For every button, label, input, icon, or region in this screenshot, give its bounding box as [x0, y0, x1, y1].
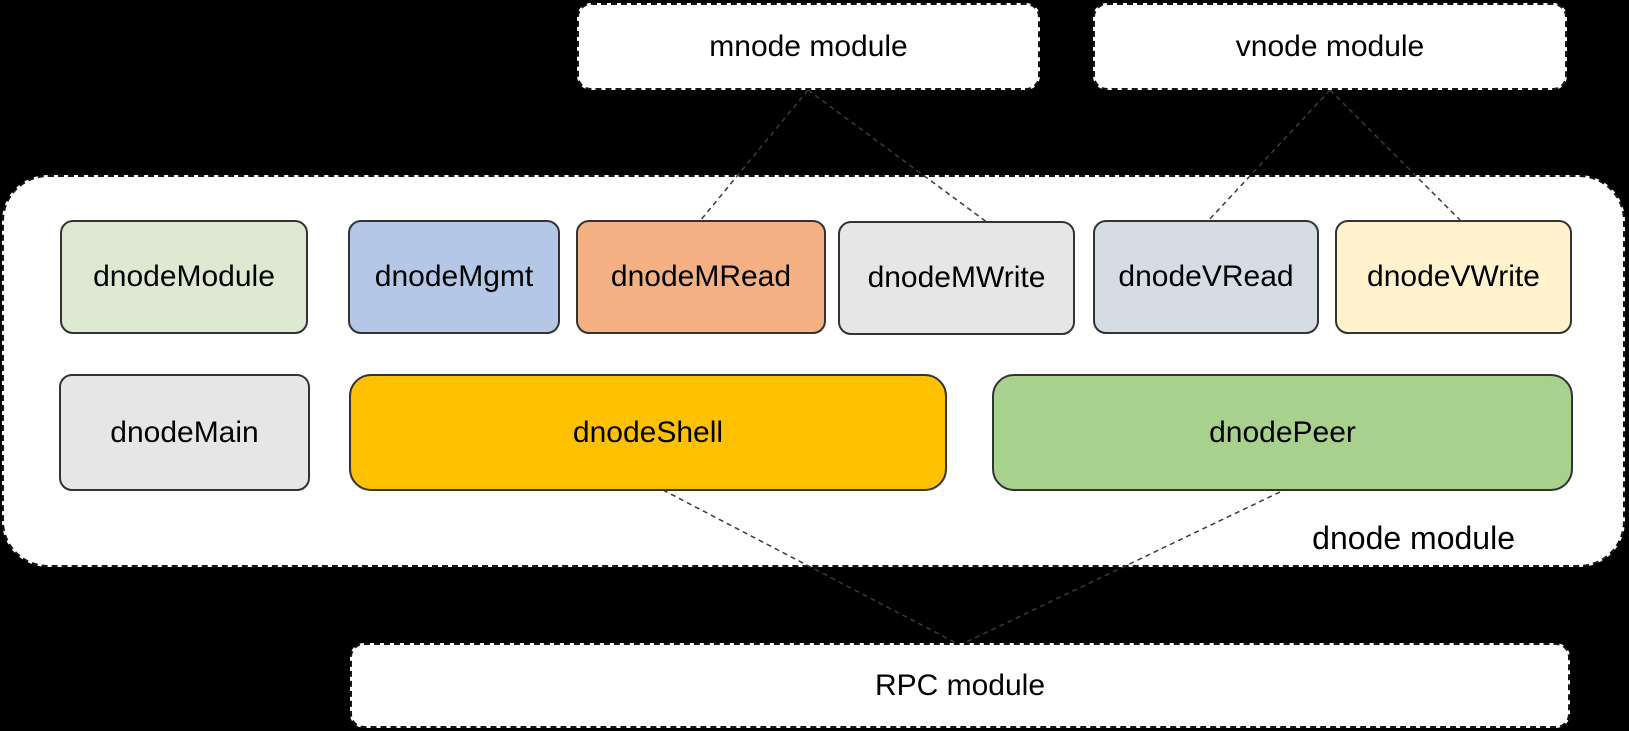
component-dnodeVRead: dnodeVRead: [1093, 220, 1319, 334]
component-dnodeMWrite: dnodeMWrite: [838, 221, 1075, 335]
component-label: dnodeShell: [572, 415, 724, 449]
component-label: dnodeMgmt: [374, 260, 534, 293]
component-label: dnodeVWrite: [1367, 260, 1540, 293]
component-label: dnodePeer: [1209, 415, 1356, 449]
vnode-module-box: vnode module: [1093, 3, 1567, 90]
component-dnodeMRead: dnodeMRead: [576, 220, 826, 334]
mnode-module-label: mnode module: [709, 29, 908, 63]
component-label: dnodeModule: [93, 260, 275, 293]
component-label: dnodeMain: [110, 415, 259, 449]
component-dnodeMgmt: dnodeMgmt: [348, 220, 560, 334]
component-label: dnodeVRead: [1118, 260, 1294, 293]
component-label: dnodeMRead: [610, 260, 792, 293]
vnode-module-label: vnode module: [1235, 29, 1425, 63]
component-dnodeShell: dnodeShell: [349, 374, 947, 491]
component-dnodeModule: dnodeModule: [60, 220, 308, 334]
component-label: dnodeMWrite: [867, 261, 1046, 294]
dnode-module-label: dnode module: [1312, 519, 1515, 556]
component-dnodePeer: dnodePeer: [992, 374, 1573, 491]
rpc-module-box: RPC module: [350, 643, 1570, 728]
rpc-module-label: RPC module: [874, 668, 1046, 702]
component-dnodeMain: dnodeMain: [59, 374, 310, 491]
mnode-module-box: mnode module: [577, 3, 1040, 90]
component-dnodeVWrite: dnodeVWrite: [1335, 220, 1572, 334]
